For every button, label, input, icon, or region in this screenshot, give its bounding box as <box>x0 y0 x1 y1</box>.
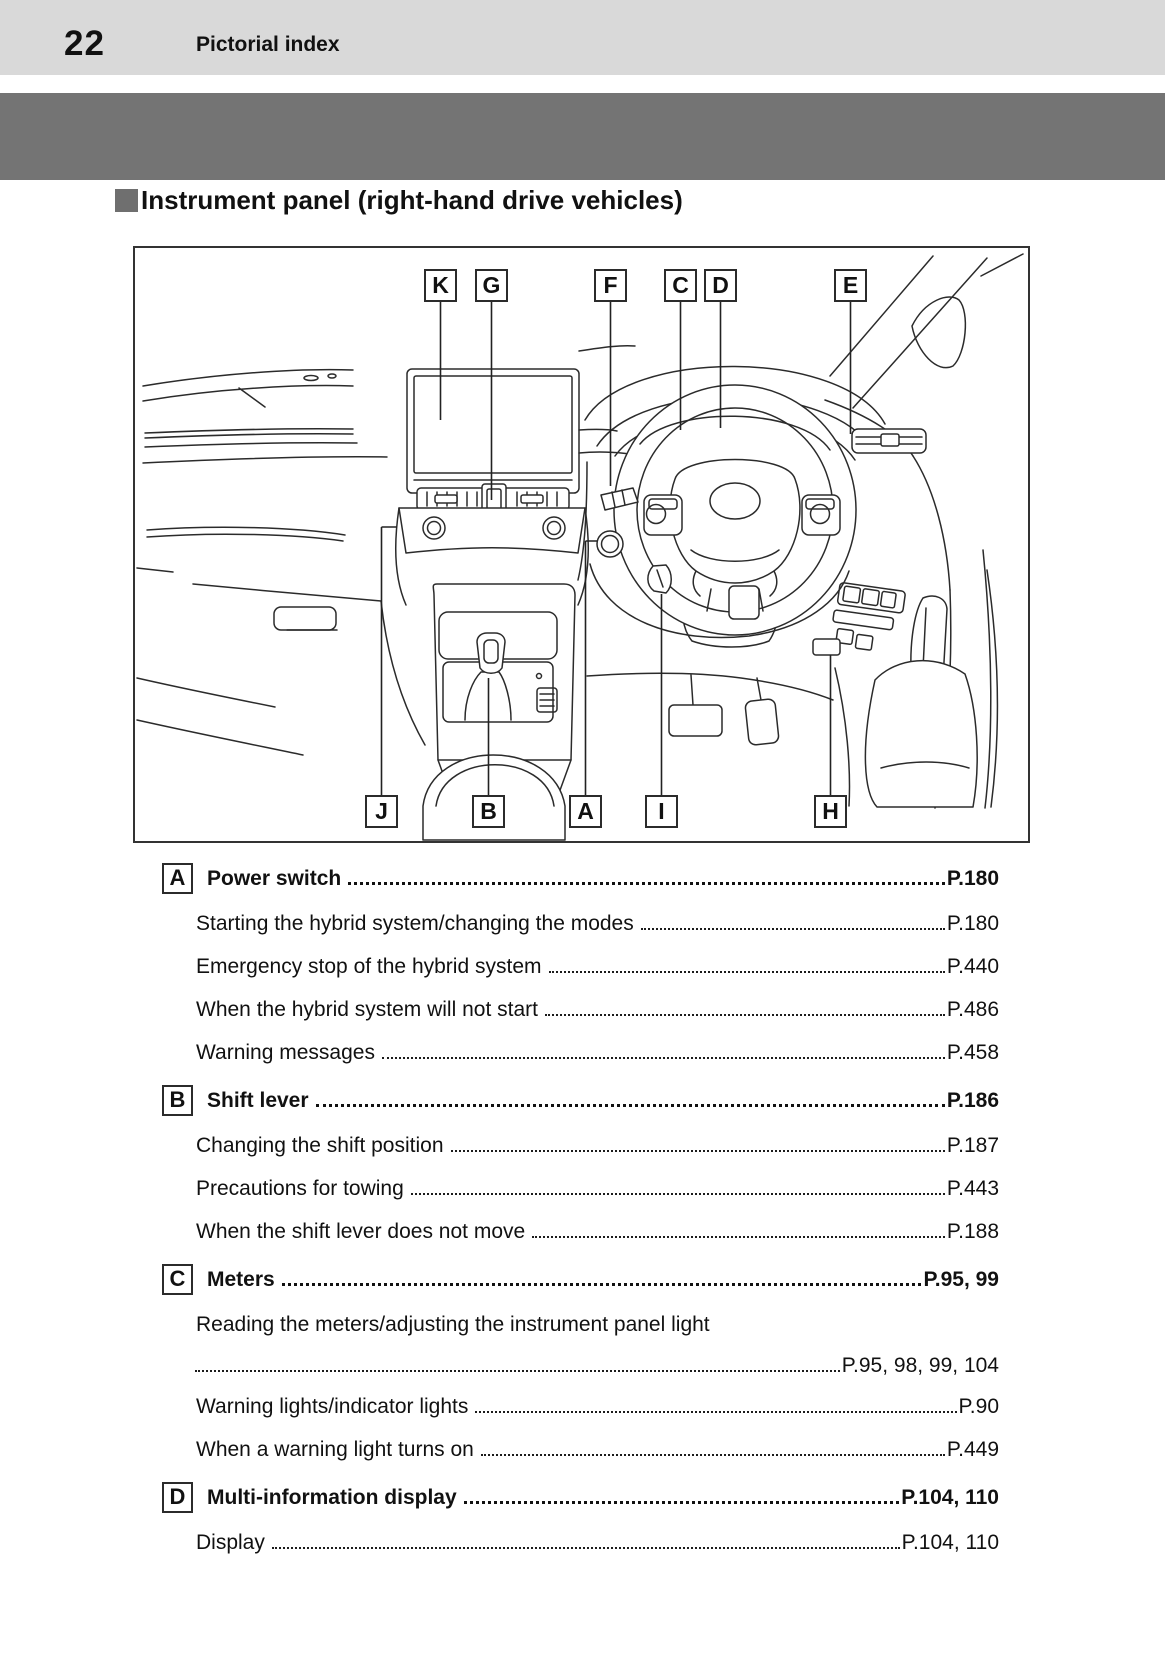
subentry-pages: P.180 <box>946 912 999 935</box>
dot-leader <box>544 1014 945 1016</box>
entry-letter: C <box>162 1264 193 1295</box>
entry-pages: P.186 <box>946 1089 999 1112</box>
index-subentry: Starting the hybrid system/changing the … <box>133 902 999 945</box>
subentry-label: Reading the meters/adjusting the instrum… <box>196 1313 710 1336</box>
subentry-pages: P.449 <box>946 1438 999 1461</box>
pictorial-index-list: A Power switch P.180 Starting the hybrid… <box>133 852 999 1564</box>
subentry-label: Precautions for towing <box>196 1177 404 1200</box>
callout-box-J: J <box>365 795 398 828</box>
index-entry-power-switch: A Power switch P.180 <box>133 855 999 902</box>
subentry-pages: P.458 <box>946 1041 999 1064</box>
callout-box-K: K <box>424 269 457 302</box>
subentry-label: Warning lights/indicator lights <box>196 1395 469 1418</box>
subentry-label: Starting the hybrid system/changing the … <box>196 912 634 935</box>
entry-title: Shift lever <box>207 1089 309 1112</box>
subentry-label: Warning messages <box>196 1041 375 1064</box>
index-subentry: When a warning light turns on P.449 <box>133 1428 999 1471</box>
dot-leader <box>271 1547 900 1549</box>
subentry-pages: P.443 <box>946 1177 999 1200</box>
dot-leader <box>281 1283 922 1286</box>
entry-letter: D <box>162 1482 193 1513</box>
subentry-label: When the hybrid system will not start <box>196 998 538 1021</box>
entry-title: Multi-information display <box>207 1486 457 1509</box>
subentry-pages: P.187 <box>946 1134 999 1157</box>
entry-pages: P.104, 110 <box>901 1486 999 1509</box>
section-bullet-square <box>115 189 138 212</box>
subentry-label: When the shift lever does not move <box>196 1220 526 1243</box>
dot-leader <box>195 1370 840 1372</box>
index-subentry: Changing the shift position P.187 <box>133 1124 999 1167</box>
index-subentry-continuation: P.95, 98, 99, 104 <box>133 1346 999 1385</box>
dot-leader <box>348 882 945 885</box>
dot-leader <box>381 1057 945 1059</box>
index-entry-multi-information-display: D Multi-information display P.104, 110 <box>133 1474 999 1521</box>
entry-letter: B <box>162 1085 193 1116</box>
entry-letter: A <box>162 863 193 894</box>
callout-box-A: A <box>569 795 602 828</box>
page-number: 22 <box>64 24 105 63</box>
section-title: Instrument panel (right-hand drive vehic… <box>141 185 683 215</box>
entry-title: Meters <box>207 1268 275 1291</box>
subentry-pages: P.104, 110 <box>901 1531 999 1554</box>
dot-leader <box>450 1150 945 1152</box>
callout-box-G: G <box>475 269 508 302</box>
subentry-pages: P.90 <box>958 1395 1000 1418</box>
dot-leader <box>548 971 945 973</box>
subentry-pages: P.486 <box>946 998 999 1021</box>
dot-leader <box>532 1236 945 1238</box>
index-subentry: When the shift lever does not move P.188 <box>133 1210 999 1253</box>
index-subentry: Reading the meters/adjusting the instrum… <box>133 1303 999 1346</box>
index-entry-meters: C Meters P.95, 99 <box>133 1256 999 1303</box>
dot-leader <box>480 1454 945 1456</box>
callout-box-F: F <box>594 269 627 302</box>
callout-box-C: C <box>664 269 697 302</box>
dot-leader <box>640 928 945 930</box>
entry-title: Power switch <box>207 867 342 890</box>
subentry-pages: P.188 <box>946 1220 999 1243</box>
instrument-panel-diagram: K G F C D E J B A I H <box>133 246 1030 843</box>
dot-leader <box>475 1411 957 1413</box>
subentry-label: When a warning light turns on <box>196 1438 474 1461</box>
entry-pages: P.95, 99 <box>923 1268 999 1291</box>
dot-leader <box>410 1193 945 1195</box>
subentry-label: Display <box>196 1531 265 1554</box>
subentry-pages: P.95, 98, 99, 104 <box>841 1354 999 1377</box>
callout-box-I: I <box>645 795 678 828</box>
dot-leader <box>463 1501 900 1504</box>
callout-box-B: B <box>472 795 505 828</box>
dot-leader <box>315 1104 945 1107</box>
section-title-row: Instrument panel (right-hand drive vehic… <box>115 185 683 216</box>
index-subentry: Precautions for towing P.443 <box>133 1167 999 1210</box>
index-entry-shift-lever: B Shift lever P.186 <box>133 1077 999 1124</box>
entry-pages: P.180 <box>946 867 999 890</box>
callout-box-E: E <box>834 269 867 302</box>
page-header: 22 Pictorial index <box>0 0 1165 75</box>
index-subentry: Warning messages P.458 <box>133 1031 999 1074</box>
index-subentry: Warning lights/indicator lights P.90 <box>133 1385 999 1428</box>
subentry-pages: P.440 <box>946 955 999 978</box>
subentry-label: Emergency stop of the hybrid system <box>196 955 542 978</box>
index-subentry: When the hybrid system will not start P.… <box>133 988 999 1031</box>
subentry-label: Changing the shift position <box>196 1134 444 1157</box>
chapter-divider-band <box>0 93 1165 180</box>
callout-box-D: D <box>704 269 737 302</box>
index-subentry: Emergency stop of the hybrid system P.44… <box>133 945 999 988</box>
index-subentry: Display P.104, 110 <box>133 1521 999 1564</box>
chapter-title: Pictorial index <box>196 33 340 56</box>
instrument-panel-illustration <box>136 253 1024 841</box>
callout-box-H: H <box>814 795 847 828</box>
